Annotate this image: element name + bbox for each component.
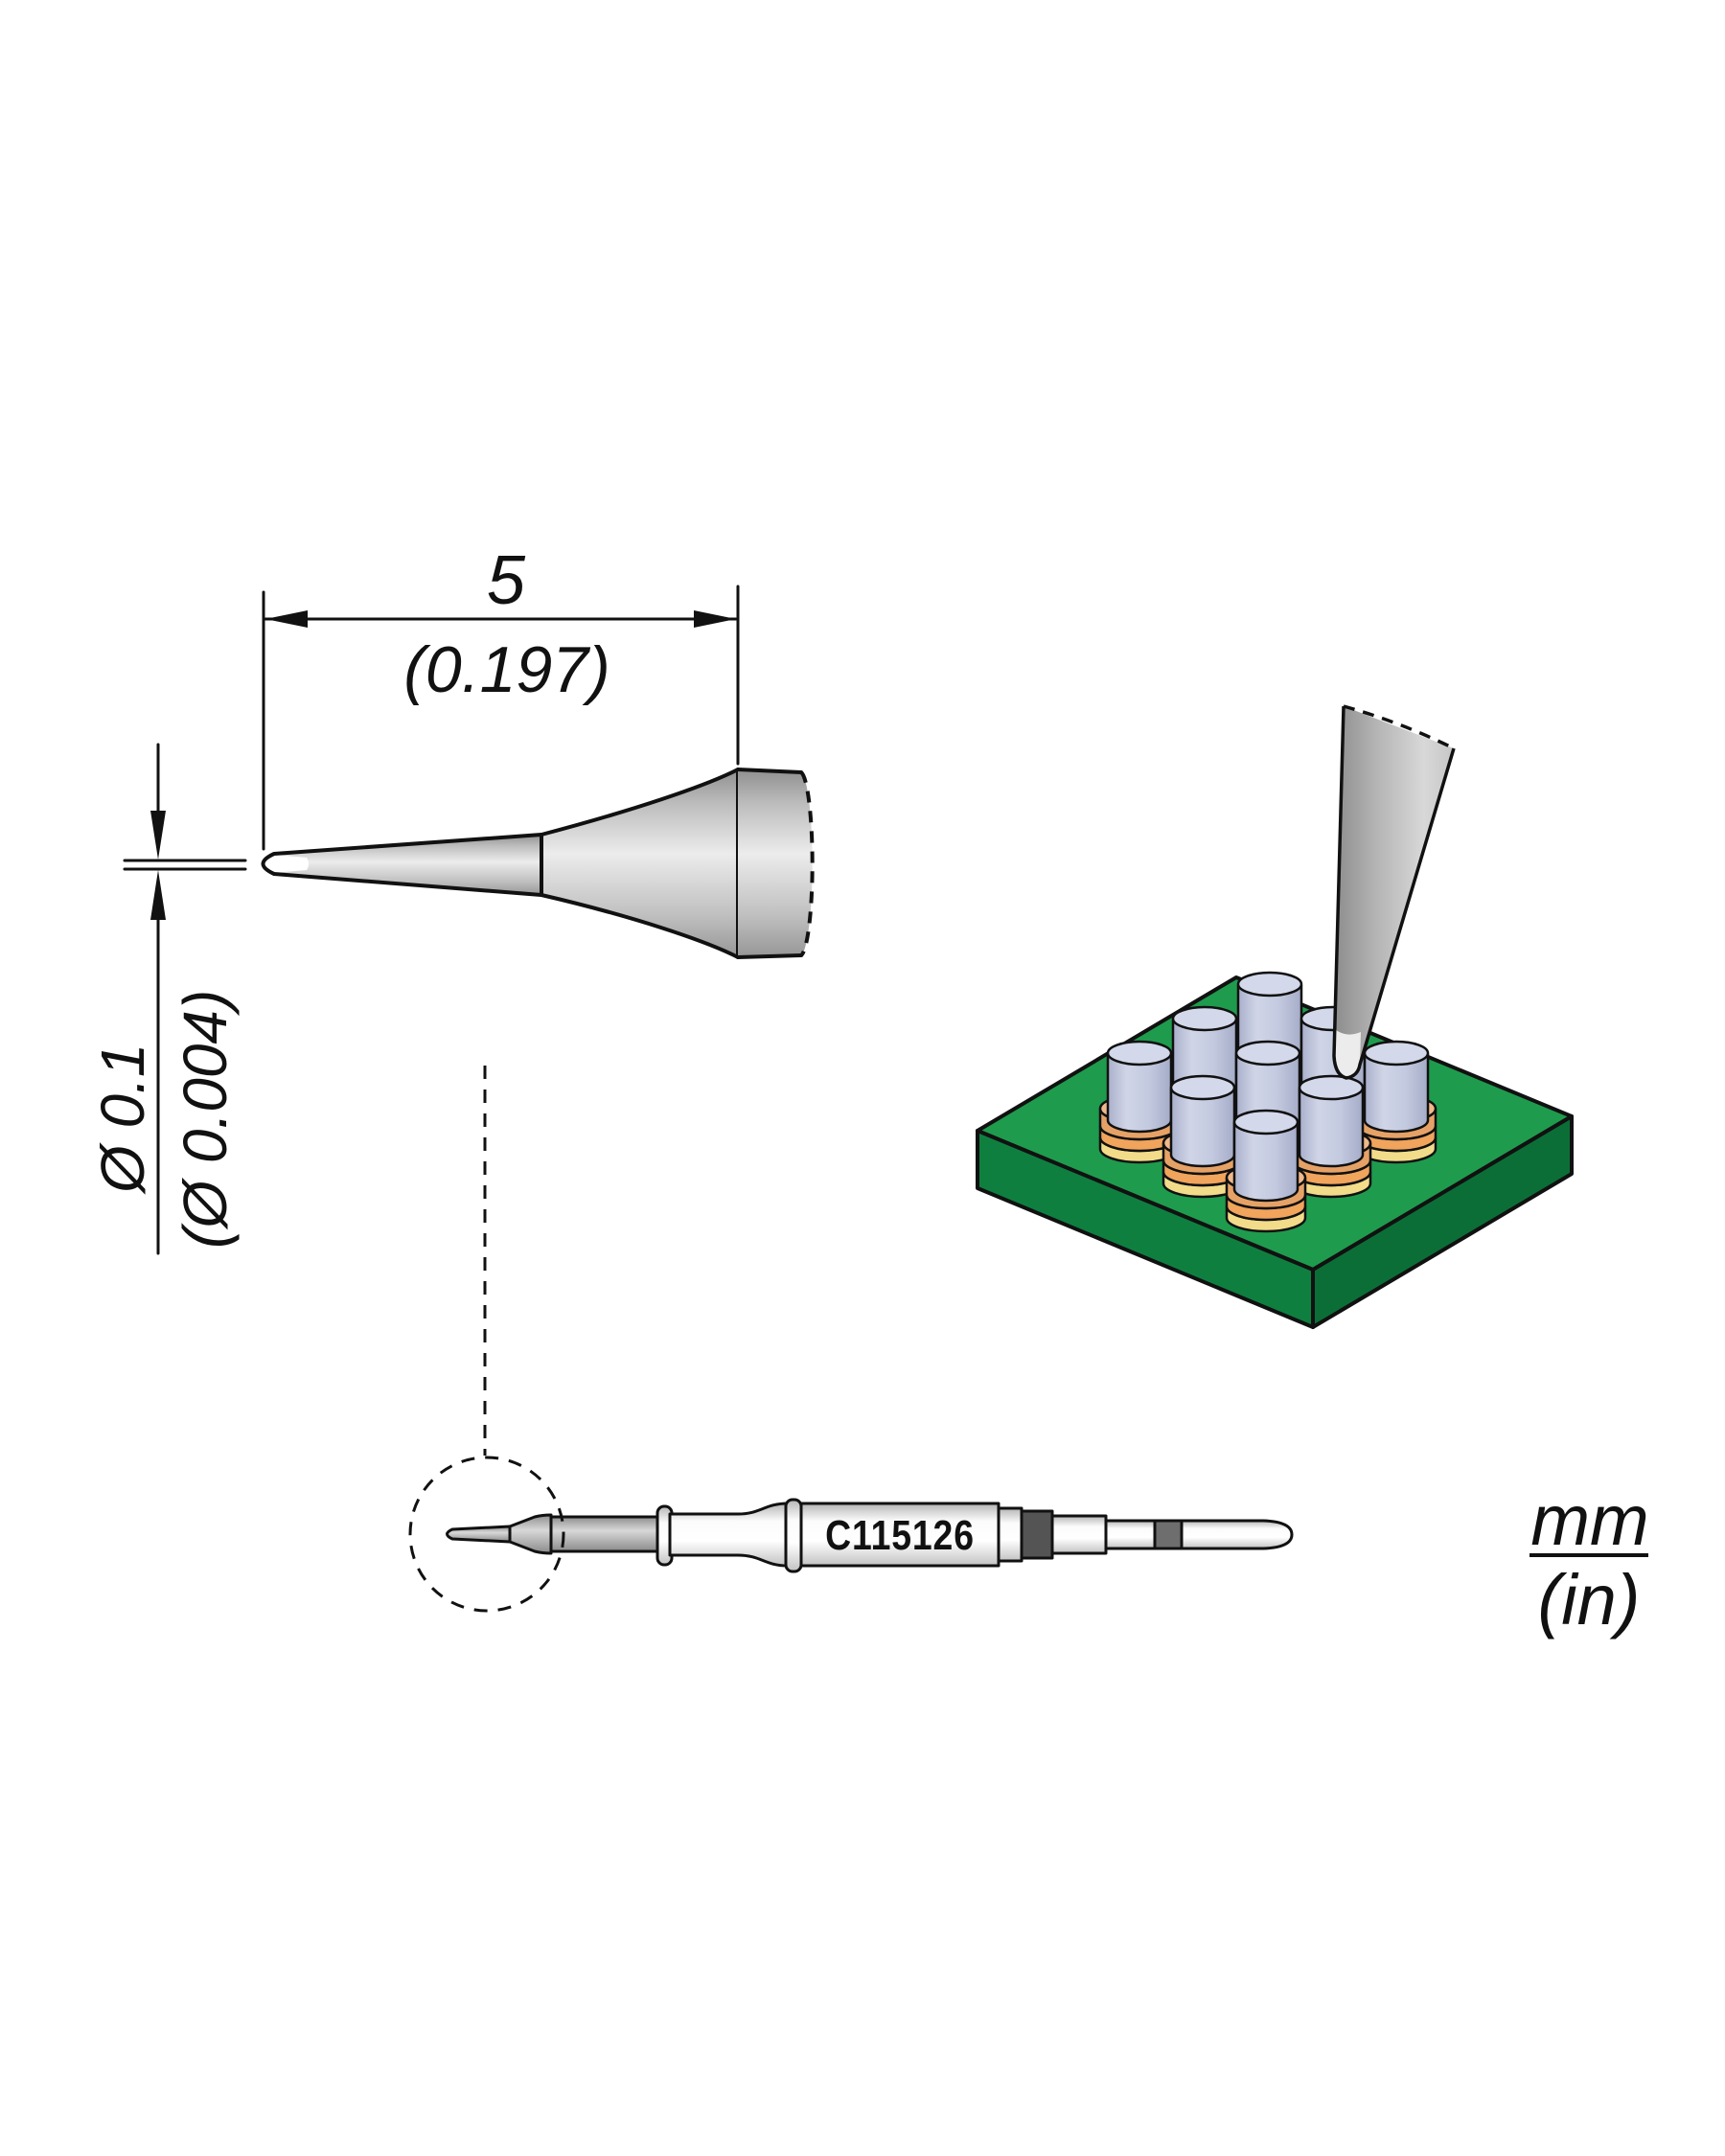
tip-bell-end: [738, 769, 813, 957]
cartridge-shaft-b: [1050, 1514, 1108, 1555]
arrow-left-icon: [265, 610, 308, 628]
cartridge-shaft-c: [1104, 1519, 1157, 1550]
cartridge-dark-band: [1020, 1509, 1054, 1560]
cartridge-connector-end: [1180, 1519, 1294, 1550]
cartridge-ring: [784, 1498, 803, 1573]
arrow-down-icon: [150, 811, 166, 860]
detail-circle: [408, 1456, 565, 1613]
tip-needle-nose-highlight: [264, 855, 309, 873]
cartridge-side-view: C115126: [408, 1456, 1294, 1613]
diameter-value-mm: Ø 0.1: [88, 1043, 157, 1195]
units-mm: mm: [1530, 1480, 1648, 1560]
units-in: (in): [1538, 1560, 1641, 1640]
cone-cut-edge: [1343, 704, 1455, 750]
tip-bell-flare: [540, 768, 740, 959]
cartridge-shaft: [549, 1515, 661, 1553]
arrow-right-icon: [694, 610, 736, 628]
pin: [1225, 1109, 1307, 1233]
length-value-in: (0.197): [403, 633, 610, 706]
length-value-mm: 5: [487, 542, 526, 619]
cartridge-neck: [668, 1502, 790, 1568]
units-legend: mm (in): [1530, 1480, 1649, 1640]
diameter-value-in: (Ø 0.004): [171, 990, 240, 1249]
cartridge-needle: [446, 1525, 512, 1544]
length-dimension: 5 (0.197): [262, 542, 740, 851]
diameter-dimension: Ø 0.1 (Ø 0.004): [88, 743, 247, 1255]
cartridge-label: C115126: [825, 1511, 975, 1559]
cartridge-collar: [997, 1506, 1024, 1563]
soldering-tip-3d: [1332, 704, 1456, 1080]
cartridge-dark-band: [1153, 1519, 1184, 1550]
arrow-up-icon: [150, 870, 166, 920]
cartridge-flare: [508, 1513, 553, 1555]
tip-bell-hidden-edge: [799, 770, 815, 957]
tip-detail-view: [261, 768, 815, 959]
pcb-illustration: [976, 704, 1574, 1329]
